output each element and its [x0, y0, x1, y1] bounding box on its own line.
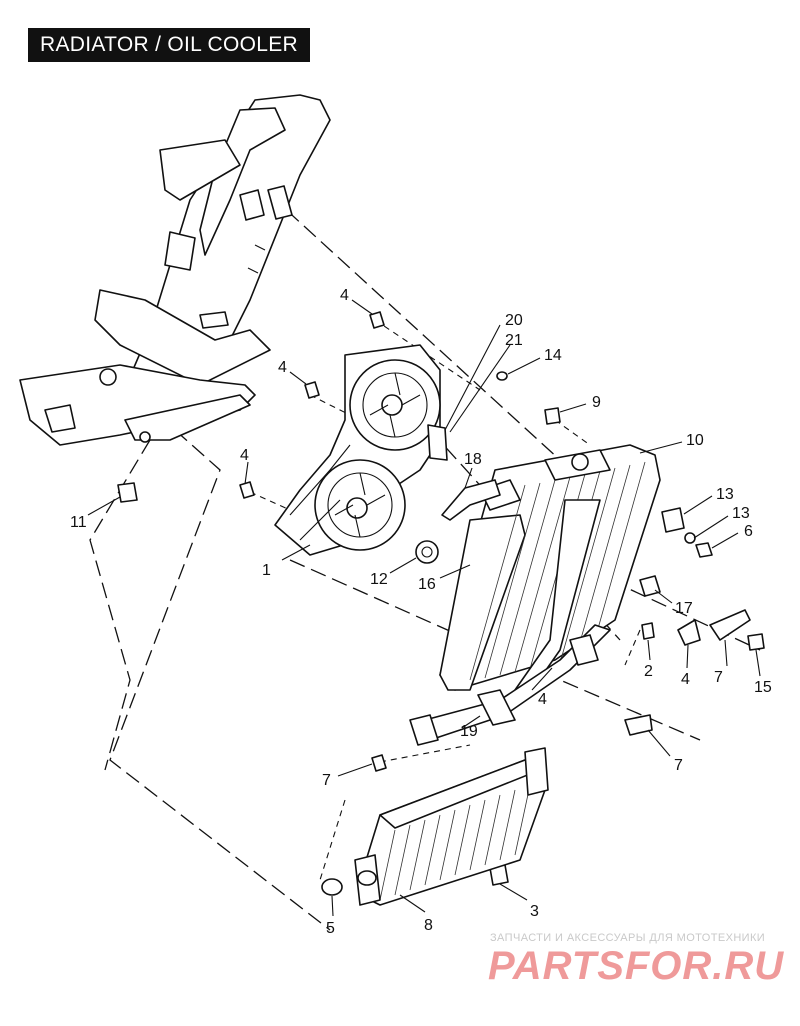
- callout-4-bracket-bolt: 15: [754, 679, 772, 696]
- callout-6: 13: [732, 505, 750, 522]
- callout-9: 9: [592, 394, 601, 411]
- callout-leader-lines: [87, 299, 761, 917]
- callout-17: 16: [418, 576, 436, 593]
- callout-18: 18: [464, 451, 482, 468]
- callout-14: 14: [544, 347, 562, 364]
- hoses-and-hardware: [117, 311, 765, 896]
- page-title: RADIATOR / OIL COOLER: [28, 28, 310, 62]
- callout-13-frame: 11: [70, 514, 87, 531]
- fan-shroud-assembly: [274, 344, 448, 556]
- callout-7-center: 19: [460, 723, 478, 740]
- callout-4-radiator-bolt: 2: [644, 663, 653, 680]
- callout-8: 5: [326, 920, 335, 937]
- callout-4-fan-top-bolt: 4: [340, 287, 349, 304]
- callout-19: 4: [538, 691, 547, 708]
- radiator: [439, 444, 661, 701]
- callout-labels: 4 4 4 20 21 14 9 10 18 13 13 6 1 12 16 1…: [70, 287, 772, 937]
- callout-21: 21: [505, 332, 523, 349]
- callout-7-right: 4: [681, 671, 690, 688]
- callout-7-lower: 7: [674, 757, 683, 774]
- oil-cooler: [354, 747, 549, 906]
- callout-1: 6: [744, 523, 753, 540]
- callout-13-radiator: 13: [716, 486, 734, 503]
- callout-5: 3: [530, 903, 539, 920]
- callout-2: 17: [675, 600, 693, 617]
- callout-4-shroud-bolt: 4: [240, 447, 249, 464]
- callout-16: 12: [370, 571, 388, 588]
- callout-15: 7: [714, 669, 723, 686]
- callout-12: 1: [262, 562, 271, 579]
- callout-20: 20: [505, 312, 523, 329]
- watermark-tagline: ЗАПЧАСТИ И АКСЕССУАРЫ ДЛЯ МОТОТЕХНИКИ: [490, 932, 766, 944]
- callout-3: 7: [322, 772, 331, 789]
- callout-4-fan-left-bolt: 4: [278, 359, 287, 376]
- motorcycle-frame: [19, 94, 331, 446]
- callout-10: 10: [686, 432, 704, 449]
- callout-11: 8: [424, 917, 433, 934]
- watermark-brand-logo: PARTSFOR.RU: [488, 944, 785, 988]
